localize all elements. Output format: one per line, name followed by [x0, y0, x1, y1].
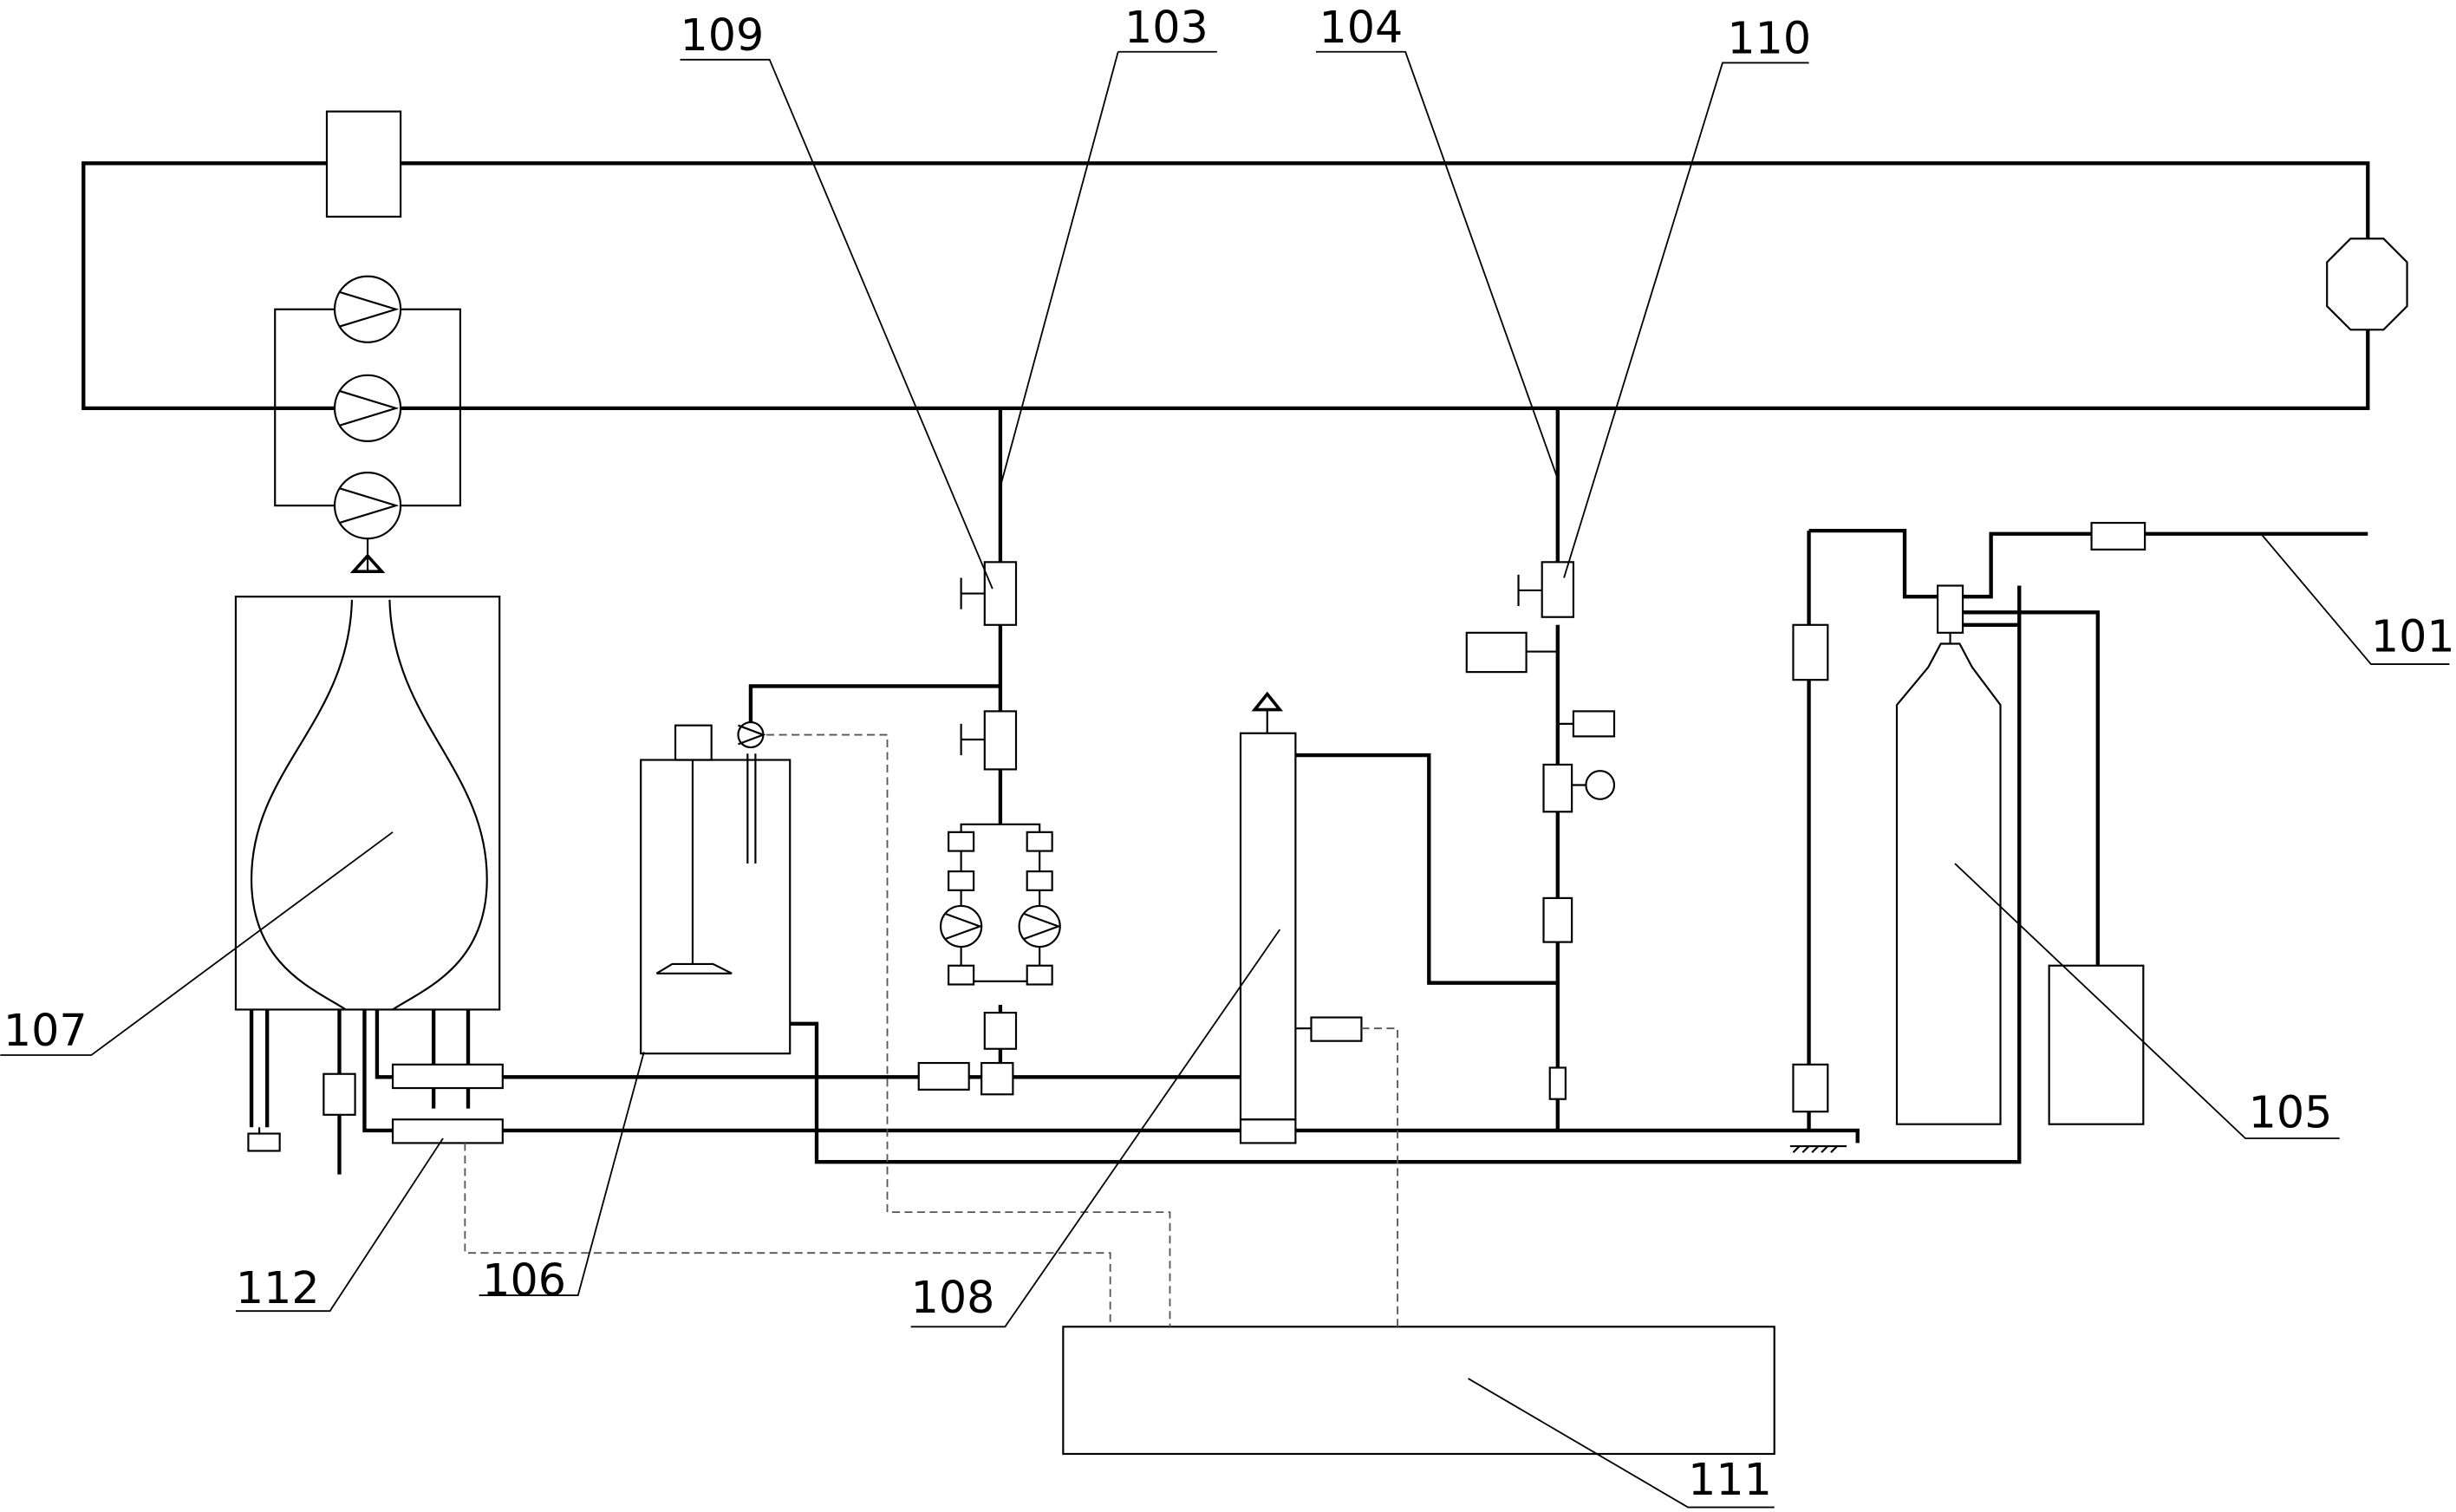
label-104: 104: [1319, 2, 1404, 53]
gas-supply-105: [1792, 521, 2368, 1131]
branch-104: [1465, 407, 1616, 1131]
pump-icon: [939, 904, 983, 948]
bottom-pipes: [502, 585, 2022, 1164]
flowmeter-bottom: [391, 1118, 504, 1144]
label-108: 108: [911, 1272, 995, 1323]
loop-octagon-device: [2326, 238, 2408, 331]
label-101: 101: [2371, 611, 2455, 662]
leader-lines: [0, 50, 2450, 1509]
pump-icon: [333, 275, 402, 343]
label-111: 111: [1688, 1454, 1772, 1505]
bottom-small-block: [917, 1061, 970, 1091]
loop-filter-block: [325, 110, 402, 218]
tank-106: [640, 684, 1000, 1055]
pressure-gauge-icon: [1585, 770, 1616, 800]
column-base-flange: [1239, 1118, 1297, 1144]
pump-icon: [333, 374, 402, 442]
bottom-valve-block: [980, 1061, 1014, 1096]
vessel-107: [234, 596, 501, 1175]
column-108: [1239, 691, 1558, 1121]
pump-icon: [333, 472, 402, 540]
label-103: 103: [1124, 2, 1208, 53]
cylinder-side-box: [2048, 964, 2145, 1125]
label-106: 106: [482, 1255, 566, 1306]
controller-111: [1062, 1326, 1775, 1456]
loop-pump-bank: [274, 275, 462, 574]
gas-cylinder: [1895, 642, 2002, 1125]
label-107: 107: [3, 1005, 88, 1056]
component-labels: 109 103 104 110 101 105 106 107 108 111 …: [3, 2, 2455, 1505]
label-110: 110: [1727, 13, 1811, 64]
label-112: 112: [236, 1262, 320, 1313]
flowmeter-112: [391, 1063, 504, 1090]
ground-symbol: [1789, 1144, 1847, 1154]
label-109: 109: [680, 10, 764, 61]
vent-arrow-icon: [349, 553, 386, 574]
signal-lines: [464, 733, 1398, 1327]
label-105: 105: [2249, 1086, 2333, 1137]
dosing-pump-icon: [737, 720, 766, 749]
main-loop-pipe: [81, 161, 2370, 411]
vent-arrow-icon: [1251, 691, 1284, 712]
pump-icon: [1018, 904, 1062, 948]
